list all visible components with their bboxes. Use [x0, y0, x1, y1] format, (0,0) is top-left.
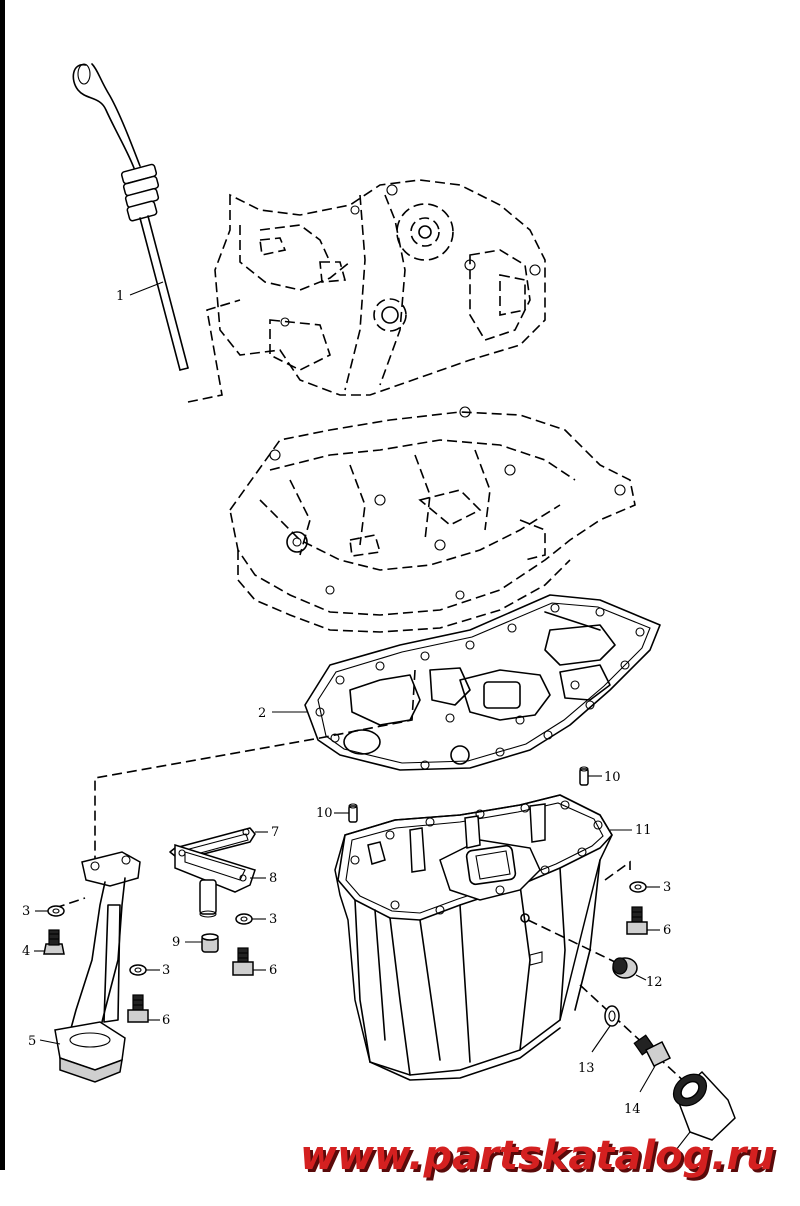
- watermark-text: www.partskatalog.ru: [300, 1133, 775, 1179]
- dowel-pin-right[interactable]: [579, 766, 589, 786]
- pickup-route-dashline: [94, 669, 416, 870]
- oil-filter-cartridge[interactable]: [667, 1068, 736, 1141]
- callout-12: 12: [646, 975, 663, 990]
- callout-3c: 3: [269, 912, 277, 927]
- callout-10b: 10: [604, 770, 621, 785]
- callout-6c: 6: [663, 923, 671, 938]
- bolt-4[interactable]: [43, 929, 65, 955]
- plug-9[interactable]: [201, 933, 219, 953]
- callout-6b: 6: [269, 963, 277, 978]
- leader-5: [39, 1039, 61, 1045]
- callout-3b: 3: [162, 963, 170, 978]
- pan-right-dashline: [604, 860, 631, 881]
- leader-1: [129, 281, 164, 296]
- bedplate-reference: [229, 406, 636, 633]
- callout-14: 14: [624, 1102, 641, 1117]
- callout-4: 4: [22, 944, 30, 959]
- callout-3a: 3: [22, 904, 30, 919]
- callout-9: 9: [172, 935, 180, 950]
- callout-6a: 6: [162, 1013, 170, 1028]
- plug-route-dashline: [527, 919, 616, 963]
- relief-valve-8[interactable]: [174, 843, 256, 918]
- dipstick-route-dashline: [187, 299, 241, 403]
- washer-mid-1[interactable]: [129, 964, 147, 976]
- drain-route-dashline: [579, 984, 689, 1086]
- leader-13: [591, 1025, 611, 1053]
- oil-pan-gasket[interactable]: [304, 594, 661, 771]
- watermark: www.partskatalog.ru www.partskatalog.ru: [300, 1133, 778, 1182]
- drain-washer-13[interactable]: [604, 1005, 620, 1027]
- plug-12[interactable]: [612, 957, 638, 979]
- leader-filter: [675, 1131, 691, 1151]
- leader-14: [639, 1065, 656, 1093]
- callout-10a: 10: [316, 806, 333, 821]
- left-border-bar: [0, 0, 5, 1170]
- callout-7: 7: [271, 825, 279, 840]
- callout-2: 2: [258, 706, 266, 721]
- oil-pan-11[interactable]: [334, 794, 613, 1081]
- bolt-6-left[interactable]: [127, 994, 149, 1023]
- callout-8: 8: [269, 871, 277, 886]
- dipstick-part[interactable]: [72, 63, 189, 371]
- bolt-6-mid[interactable]: [232, 947, 254, 976]
- engine-block-reference: [214, 179, 546, 396]
- bolt-6-right[interactable]: [626, 906, 648, 935]
- callout-1: 1: [116, 289, 124, 304]
- drain-bolt-14[interactable]: [633, 1034, 672, 1068]
- leader-12: [635, 974, 647, 981]
- oil-strainer-pickup[interactable]: [54, 851, 141, 1083]
- callout-13: 13: [578, 1061, 595, 1076]
- callout-3d: 3: [663, 880, 671, 895]
- callout-11: 11: [635, 823, 652, 838]
- washer-right[interactable]: [629, 881, 647, 893]
- watermark-shadow: www.partskatalog.ru: [303, 1136, 778, 1182]
- dowel-pin-left[interactable]: [348, 803, 358, 823]
- washer-mid-2[interactable]: [235, 913, 253, 925]
- washer-left-1[interactable]: [47, 905, 65, 917]
- callout-5: 5: [28, 1034, 36, 1049]
